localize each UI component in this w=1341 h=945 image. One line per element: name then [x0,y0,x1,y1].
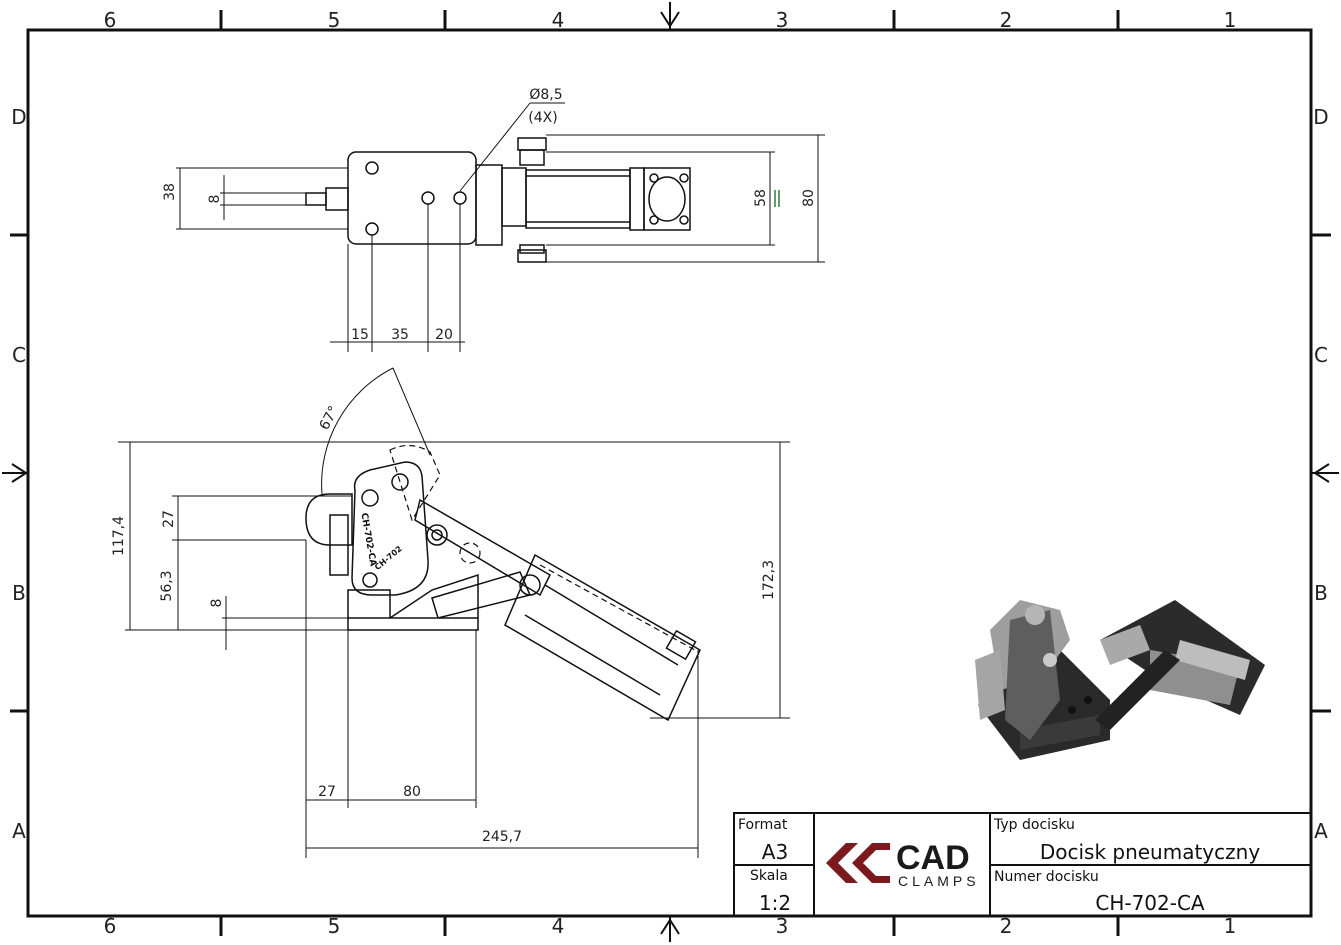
format-label: Format [738,817,788,833]
row-label: A [1314,819,1328,843]
type-label: Typ docisku [993,817,1075,833]
dim-20: 20 [435,327,453,343]
side-view-dimensions [118,367,790,858]
col-label: 4 [552,914,565,938]
row-label: C [12,343,26,367]
part-engraving-1: CH-702-CA [358,512,377,567]
dim-245-7: 245,7 [482,829,522,845]
dim-38: 38 [162,183,178,201]
top-view: Ø8,5 (4X) 38 8 58 80 15 35 20 [162,87,825,352]
row-label: D [11,105,26,129]
hole-diameter-label: Ø8,5 [529,87,562,103]
dim-15: 15 [351,327,369,343]
row-label: D [1313,105,1328,129]
row-label: B [12,581,26,605]
col-label: 6 [104,8,117,32]
column-labels-top: 6 5 4 3 2 1 [104,8,1237,32]
col-label: 2 [1000,914,1013,938]
dim-172-3: 172,3 [761,560,777,600]
row-labels-left: D C B A [11,105,26,843]
col-label: 5 [328,8,341,32]
dim-27-vertical: 27 [161,510,177,528]
type-value: Docisk pneumatyczny [1040,840,1260,864]
col-label: 1 [1224,914,1237,938]
number-label: Numer docisku [994,869,1099,885]
col-label: 3 [776,914,789,938]
col-label: 4 [552,8,565,32]
col-label: 5 [328,914,341,938]
dim-80-horizontal: 80 [403,784,421,800]
title-block: Format A3 Skala 1:2 Typ docisku Docisk p… [733,812,1312,917]
col-label: 6 [104,914,117,938]
col-label: 2 [1000,8,1013,32]
open-position-phantom [389,444,696,651]
top-view-outline [305,137,691,263]
drawing-border [26,28,1313,918]
angle-67: 67° [317,403,343,432]
dim-58: 58 [753,189,769,207]
number-value: CH-702-CA [1095,891,1205,915]
scale-label: Skala [750,868,788,884]
dim-35: 35 [391,327,409,343]
zone-ticks [10,10,1331,936]
col-label: 3 [776,8,789,32]
side-view-outline [305,461,701,722]
row-label: B [1314,581,1328,605]
row-label: C [1314,343,1328,367]
dim-8-vertical: 8 [209,599,225,608]
column-labels-bottom: 6 5 4 3 2 1 [104,914,1237,938]
dim-80: 80 [801,189,817,207]
side-view: 67° 117,4 27 56,3 8 172,3 27 80 245,7 CH… [111,367,790,858]
row-labels-right: D C B A [1313,105,1328,843]
dim-117-4: 117,4 [111,516,127,556]
dim-8: 8 [207,195,223,204]
symmetry-mark [774,190,780,207]
hole-count-label: (4X) [528,110,557,126]
scale-value: 1:2 [759,891,791,915]
row-label: A [12,819,26,843]
col-label: 1 [1224,8,1237,32]
dim-56-3: 56,3 [159,570,175,601]
logo-clamps-text: CLAMPS [898,873,980,889]
part-engraving-2: CH-702 [373,544,404,572]
logo-cad-text: CAD [896,839,970,877]
dim-27-horizontal: 27 [318,784,336,800]
top-view-dimensions [176,102,825,352]
isometric-render [975,600,1265,760]
cad-clamps-logo: CAD CLAMPS [826,839,980,889]
format-value: A3 [762,840,788,864]
